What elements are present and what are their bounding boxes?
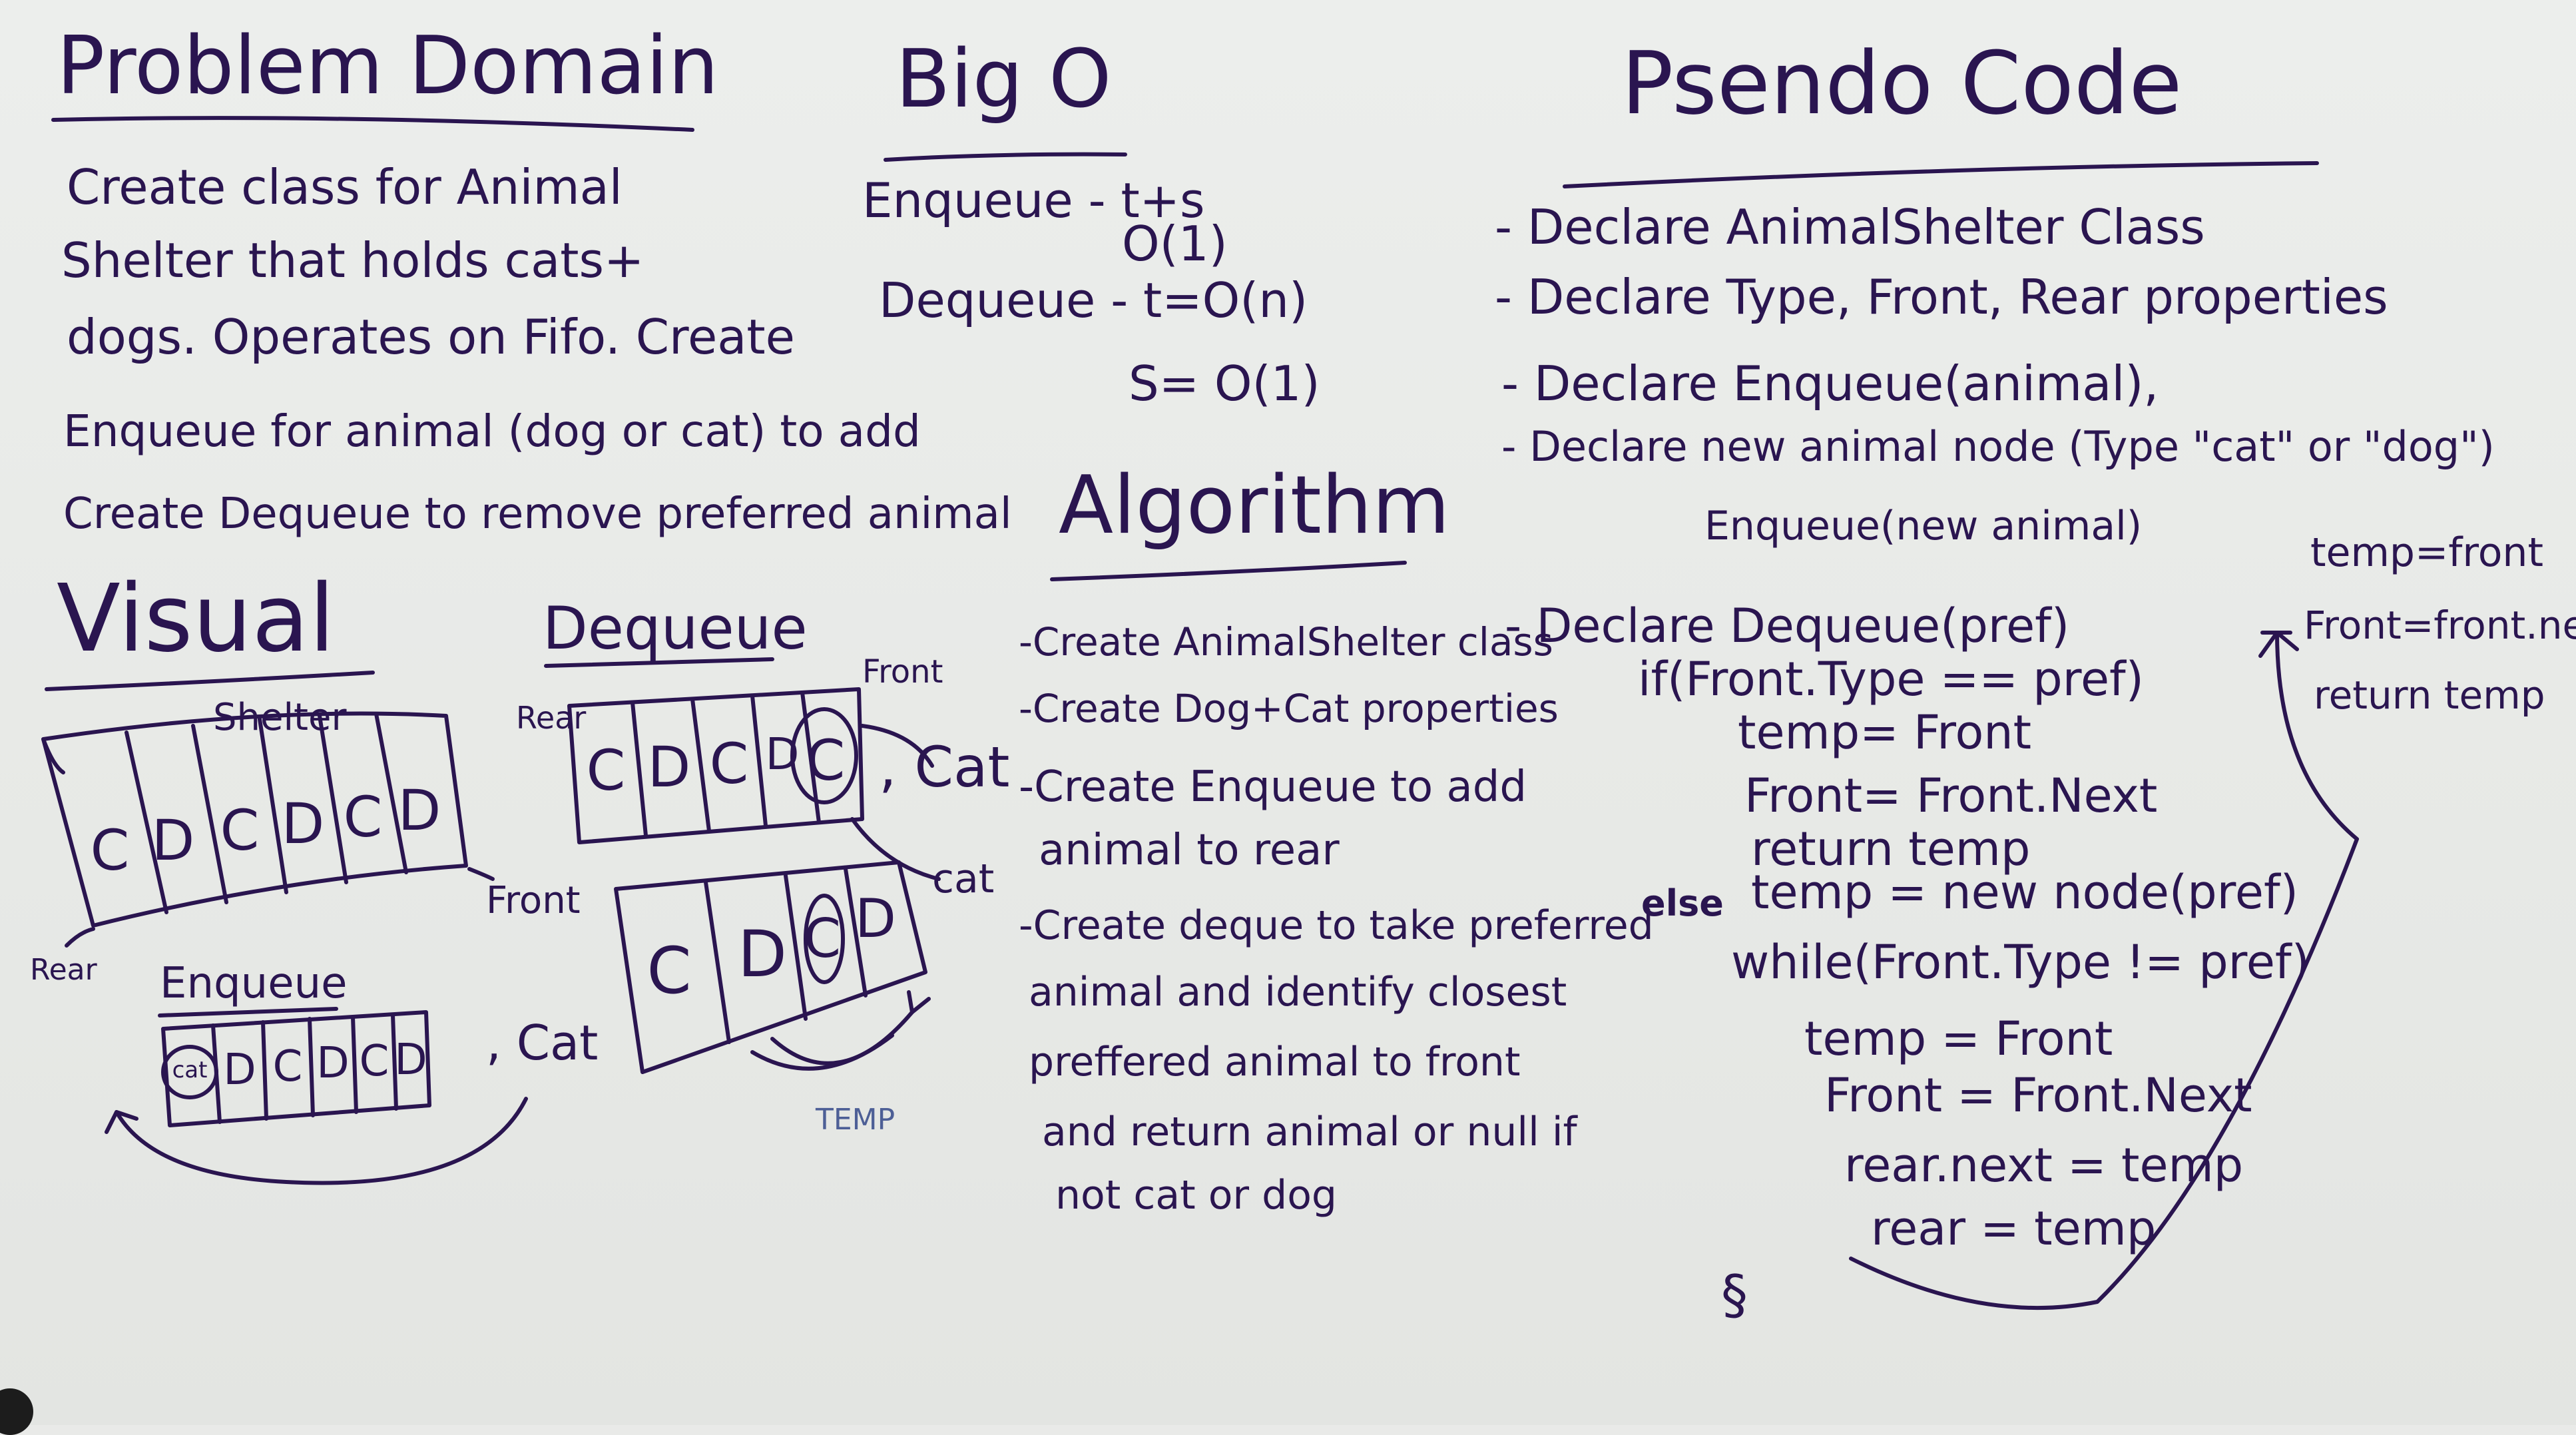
dequeue-top-queue-box — [567, 687, 941, 881]
big-o-enqueue: Enqueue - t+s — [862, 172, 1205, 228]
algorithm-step: animal and identify closest — [1029, 969, 1567, 1015]
enqueue-underline — [158, 1007, 338, 1017]
enqueue-cell: D — [394, 1035, 427, 1085]
enqueue-cell: C — [359, 1037, 389, 1086]
algorithm-step: -Create Enqueue to add — [1019, 762, 1527, 812]
dequeue-top-cell: C — [586, 738, 626, 803]
pseudo-line: if(Front.Type == pref) — [1638, 652, 2144, 707]
shelter-queue-box — [41, 711, 495, 948]
pseudo-code-title: Psendo Code — [1621, 33, 2183, 134]
dequeue-top-cell: D — [765, 728, 800, 780]
dequeue-bottom-queue-box — [614, 860, 931, 1074]
shelter-cell: C — [90, 818, 130, 883]
big-o-dequeue: Dequeue - t=O(n) — [879, 272, 1308, 328]
visual-title: Visual — [57, 565, 335, 673]
shelter-rear-label: Rear — [30, 953, 97, 987]
big-o-dequeue-space: S= O(1) — [1129, 356, 1320, 412]
pseudo-line: while(Front.Type != pref) — [1731, 935, 2310, 990]
dequeue-bottom-cell: C — [646, 934, 692, 1008]
shelter-label: Shelter — [213, 696, 347, 739]
algorithm-step: not cat or dog — [1055, 1172, 1338, 1219]
enqueue-cell: D — [316, 1039, 350, 1088]
dequeue-top-cell: C — [806, 728, 846, 793]
side-note-line: temp=front — [2310, 529, 2543, 576]
enqueue-cell: D — [223, 1045, 256, 1095]
visual-underline — [45, 671, 375, 691]
problem-domain-line: dogs. Operates on Fifo. Create — [67, 309, 795, 365]
algorithm-step: -Create Dog+Cat properties — [1019, 686, 1559, 731]
pseudo-line: Enqueue(new animal) — [1704, 503, 2143, 549]
dequeue-front-label: Front — [862, 653, 943, 691]
problem-domain-title: Problem Domain — [57, 20, 719, 113]
pseudo-line: - Declare Enqueue(animal), — [1501, 356, 2159, 412]
enqueue-cell: C — [272, 1042, 303, 1091]
side-note-line: return temp — [2314, 673, 2545, 718]
problem-domain-line: Enqueue for animal (dog or cat) to add — [63, 406, 921, 457]
pseudo-mark: § — [1721, 1264, 1748, 1326]
shelter-cell: C — [343, 784, 383, 850]
dequeue-underline — [544, 657, 774, 668]
enqueue-cell: cat — [172, 1057, 208, 1083]
pseudo-line: temp= Front — [1738, 705, 2032, 760]
enqueue-new-item: , Cat — [486, 1015, 599, 1071]
problem-domain-underline — [51, 116, 694, 132]
algorithm-underline — [1050, 561, 1407, 581]
algorithm-step: preffered animal to front — [1029, 1039, 1521, 1085]
big-o-underline — [884, 152, 1127, 162]
big-o-enqueue-value: O(1) — [1122, 216, 1228, 272]
side-note-line: Front=front.next — [2304, 603, 2576, 648]
big-o-title: Big O — [896, 33, 1112, 126]
problem-domain-line: Create Dequeue to remove preferred anima… — [63, 489, 1012, 539]
dequeue-temp-label: TEMP — [816, 1103, 896, 1137]
problem-domain-line: Create class for Animal — [67, 159, 623, 215]
enqueue-queue-box — [105, 1010, 528, 1185]
dequeue-bottom-cell: D — [738, 917, 787, 992]
shelter-cell: D — [397, 778, 441, 843]
shelter-front-label: Front — [486, 879, 581, 922]
pseudo-line: - Declare AnimalShelter Class — [1495, 199, 2205, 255]
pseudo-line: rear.next = temp — [1844, 1138, 2244, 1193]
shelter-cell: D — [281, 791, 325, 856]
pseudo-line: else — [1641, 882, 1724, 924]
dequeue-removed-item: , Cat — [879, 734, 1010, 800]
shelter-cell: C — [220, 798, 260, 863]
shelter-cell: D — [151, 808, 195, 873]
algorithm-step: -Create deque to take preferred — [1019, 902, 1654, 949]
enqueue-title: Enqueue — [160, 959, 348, 1008]
pseudo-line: Front= Front.Next — [1744, 768, 2158, 823]
pseudo-line: - Declare new animal node (Type "cat" or… — [1501, 422, 2495, 471]
algorithm-step: animal to rear — [1039, 826, 1340, 875]
problem-domain-line: Shelter that holds cats+ — [61, 232, 644, 288]
dequeue-top-cell: C — [709, 731, 749, 796]
dequeue-title: Dequeue — [543, 594, 808, 663]
dequeue-bottom-cell: C — [804, 908, 841, 970]
dequeue-rear-label: Rear — [516, 700, 587, 736]
dequeue-bottom-cell: D — [855, 888, 896, 950]
pseudo-code-underline — [1563, 161, 2319, 188]
pseudo-line: - Declare Dequeue(pref) — [1505, 599, 2070, 653]
dequeue-bottom-item: cat — [932, 856, 995, 902]
pseudo-line: - Declare Type, Front, Rear properties — [1495, 269, 2388, 325]
dequeue-top-cell: D — [647, 734, 691, 800]
algorithm-title: Algorithm — [1059, 459, 1450, 552]
pseudo-line: Front = Front.Next — [1824, 1068, 2252, 1123]
pseudo-line: rear = temp — [1871, 1201, 2157, 1256]
algorithm-step: -Create AnimalShelter class — [1019, 619, 1553, 665]
algorithm-step: and return animal or null if — [1042, 1109, 1577, 1155]
pseudo-line: temp = new node(pref) — [1751, 865, 2298, 920]
pseudo-line: temp = Front — [1804, 1011, 2113, 1066]
pseudo-line: return temp — [1751, 822, 2031, 876]
pseudo-loop-arrow — [1849, 631, 2359, 1310]
